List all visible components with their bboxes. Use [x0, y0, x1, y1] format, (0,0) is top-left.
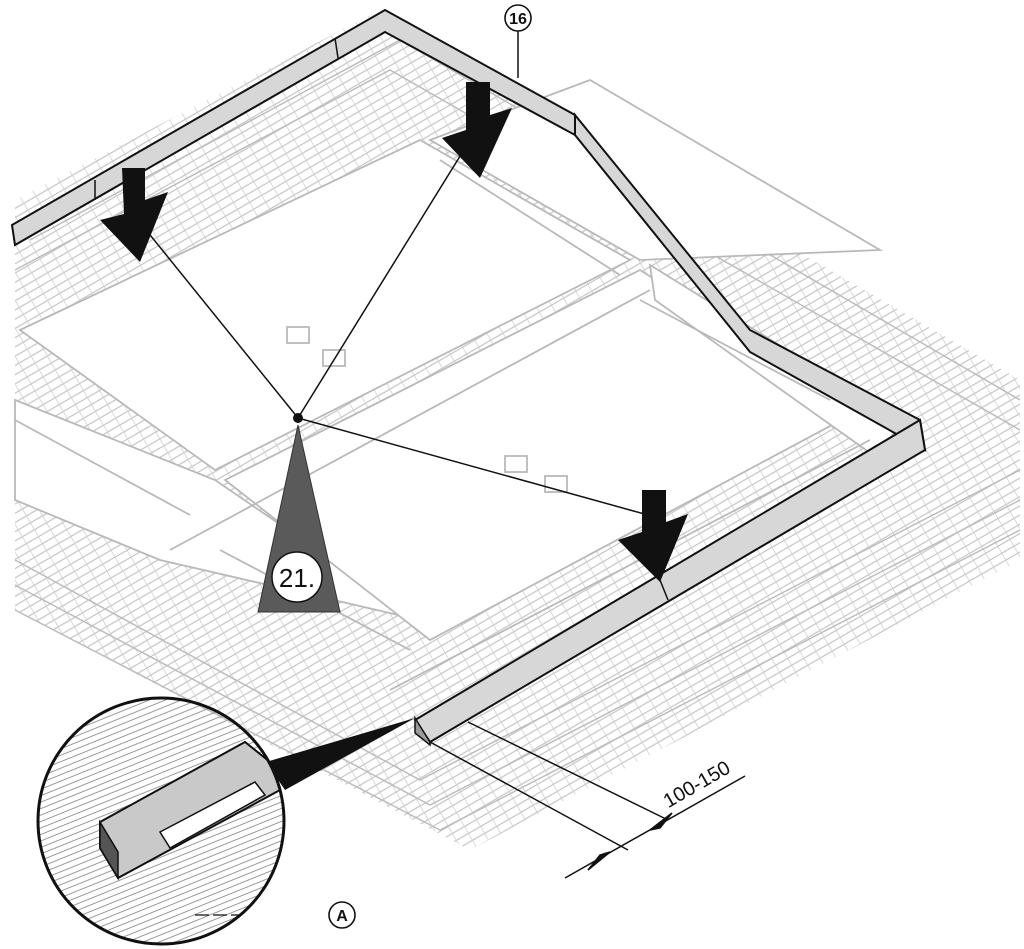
detail-letter-circle	[328, 901, 356, 929]
part-number: 16	[509, 11, 527, 28]
flashing-bottom-end	[414, 715, 431, 747]
dimension-arrow-1	[587, 851, 611, 871]
mount-block-1	[286, 326, 310, 344]
magnifier-connector	[266, 718, 415, 790]
pointer-line-2	[297, 139, 471, 419]
dimension-arrow-2	[649, 812, 673, 831]
pointer-hub	[293, 413, 303, 423]
detail-letter: A	[336, 908, 348, 925]
detail-callout-a: A	[328, 901, 356, 929]
detail-magnifier	[36, 696, 415, 946]
panel-top-left	[18, 138, 632, 472]
down-arrow-icon	[442, 82, 512, 178]
magnifier-circle	[36, 696, 286, 946]
dimension-extension-1	[429, 741, 629, 851]
rail-4	[639, 299, 831, 401]
mount-block-3	[504, 455, 528, 473]
rail-1	[14, 419, 191, 516]
step-pointer: 21.	[141, 139, 649, 613]
dimension-label: 100-150	[660, 757, 735, 813]
part-number-circle	[504, 4, 532, 32]
step-number-circle	[271, 551, 323, 603]
pointer-line-3	[297, 417, 649, 516]
step-number: 21.	[279, 563, 315, 593]
press-arrows	[100, 82, 688, 582]
flashing-joint-2	[334, 37, 339, 59]
rail-3	[439, 159, 621, 276]
part-callout-16: 16	[504, 4, 532, 78]
rail-6	[389, 439, 871, 691]
mount-block-2	[322, 349, 346, 367]
pointer-line-1	[141, 224, 299, 419]
rail-5	[169, 289, 651, 551]
dimension-annotation	[429, 721, 746, 879]
detail-rail	[158, 781, 267, 850]
down-arrow-icon	[618, 490, 688, 582]
down-arrow-icon	[100, 168, 168, 262]
detail-flashing-end	[99, 819, 119, 881]
detail-content	[38, 698, 284, 944]
flashing-joint-3	[659, 579, 669, 601]
dimension-extension-2	[467, 721, 669, 821]
